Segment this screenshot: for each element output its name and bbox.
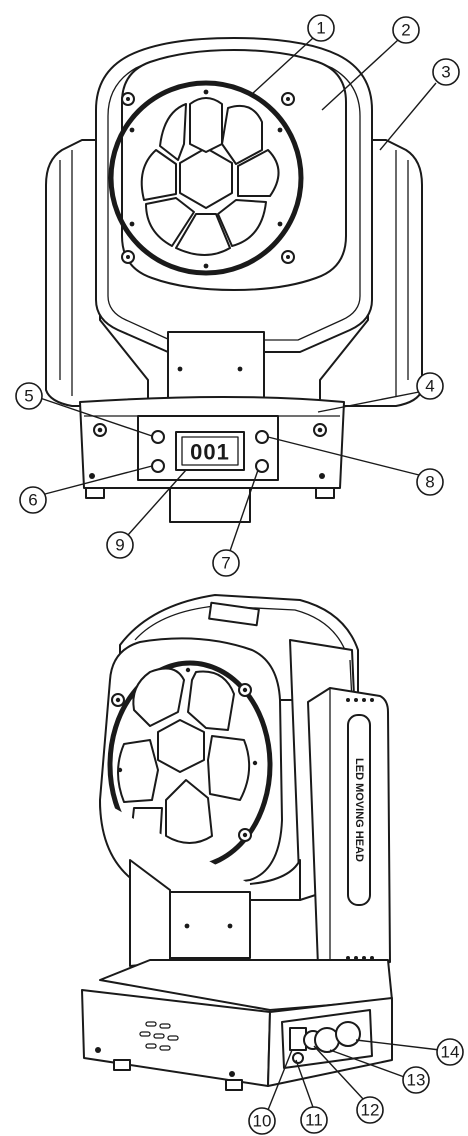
rear-side-label: LED MOVING HEAD (353, 758, 365, 862)
rear-neck (169, 891, 251, 959)
panel-button-top-left (151, 430, 165, 444)
callouts: 1 2 3 4 5 6 7 8 (15, 14, 464, 1135)
panel-button-top-right (255, 430, 269, 444)
rear-top-label (208, 601, 260, 627)
callout-1: 1 (307, 14, 335, 42)
svg-text:1: 1 (316, 19, 325, 38)
callout-8: 8 (416, 468, 444, 496)
callout-13: 13 (402, 1066, 430, 1094)
svg-text:11: 11 (305, 1111, 323, 1130)
front-lens-ring (108, 80, 304, 276)
panel-button-bottom-left (151, 459, 165, 473)
callout-3: 3 (432, 58, 460, 86)
svg-text:3: 3 (441, 63, 450, 82)
rear-lens-array (117, 667, 251, 844)
callout-14: 14 (436, 1038, 464, 1066)
svg-text:5: 5 (24, 387, 33, 406)
rear-foot-right (225, 1079, 243, 1091)
svg-text:2: 2 (401, 21, 410, 40)
callout-11: 11 (300, 1106, 328, 1134)
svg-text:13: 13 (407, 1071, 426, 1090)
callout-9: 9 (106, 531, 134, 559)
front-base-bottom (169, 487, 251, 523)
callout-12: 12 (356, 1096, 384, 1124)
front-lens-array (140, 97, 280, 256)
callout-10: 10 (248, 1107, 276, 1135)
front-ring-dots (129, 89, 283, 269)
display-readout: 001 (190, 440, 230, 465)
front-view: 001 (45, 37, 423, 523)
callout-4: 4 (416, 372, 444, 400)
fuse-holder (292, 1052, 304, 1064)
svg-text:12: 12 (361, 1101, 380, 1120)
dmx-output (335, 1021, 361, 1047)
svg-text:8: 8 (425, 473, 434, 492)
svg-text:9: 9 (115, 536, 124, 555)
callout-2: 2 (392, 16, 420, 44)
callout-5: 5 (15, 382, 43, 410)
display-frame (175, 431, 245, 471)
front-foot-left (85, 487, 105, 499)
rear-base-grille (139, 1021, 179, 1051)
callout-6: 6 (19, 486, 47, 514)
svg-text:7: 7 (221, 554, 230, 573)
rear-base-top (99, 959, 393, 1011)
svg-text:4: 4 (425, 377, 434, 396)
callout-7: 7 (212, 549, 240, 577)
svg-text:6: 6 (28, 491, 37, 510)
rear-foot-left (113, 1059, 131, 1071)
rear-arm-label-panel (347, 714, 371, 906)
display-window (181, 436, 239, 466)
svg-text:14: 14 (441, 1043, 460, 1062)
rear-view: LED MOVING HEAD (81, 594, 393, 1091)
panel-button-bottom-right (255, 459, 269, 473)
front-bezel-screws (121, 92, 295, 264)
svg-text:10: 10 (253, 1112, 272, 1131)
front-foot-right (315, 487, 335, 499)
